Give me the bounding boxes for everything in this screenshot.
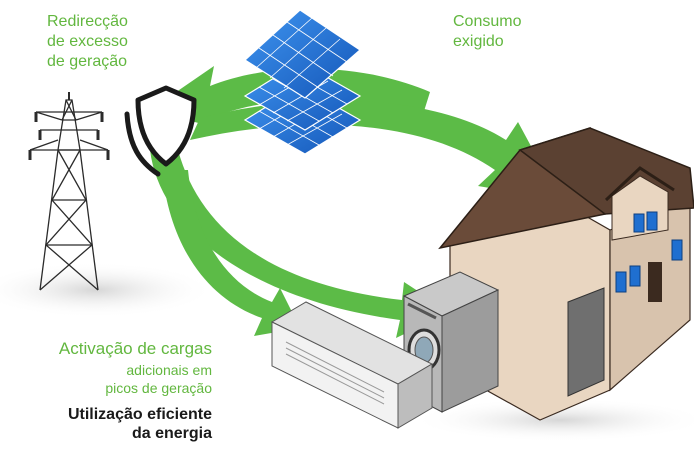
efficient-use-label: Utilização eficiente da energia [0, 405, 212, 443]
air-conditioner-icon [270, 301, 434, 429]
house-icon [438, 127, 694, 421]
transmission-tower-icon [28, 92, 110, 291]
utilizacao-line-1: Utilização eficiente [67, 406, 212, 423]
redirect-excess-label: Redirecção de excesso de geração [47, 12, 128, 72]
consumo-line-2: exigido [453, 33, 504, 50]
house-shadow [410, 398, 694, 442]
adicionais-line-1: adicionais em [126, 362, 212, 378]
shield-icon [124, 85, 197, 177]
redirect-line-2: de excesso [47, 33, 128, 50]
additional-loads-label: adicionais em picos de geração [0, 362, 212, 397]
redirect-line-1: Redirecção [47, 13, 128, 30]
utilizacao-line-2: da energia [131, 425, 212, 443]
solar-panel-icon [243, 9, 362, 155]
redirect-line-3: de geração [47, 53, 128, 70]
consumo-line-1: Consumo [453, 13, 522, 30]
tower-shadow [0, 262, 215, 318]
consumption-label: Consumo exigido [453, 12, 521, 52]
adicionais-line-2: picos de geração [105, 379, 212, 396]
activation-label: Activação de cargas [58, 339, 212, 358]
